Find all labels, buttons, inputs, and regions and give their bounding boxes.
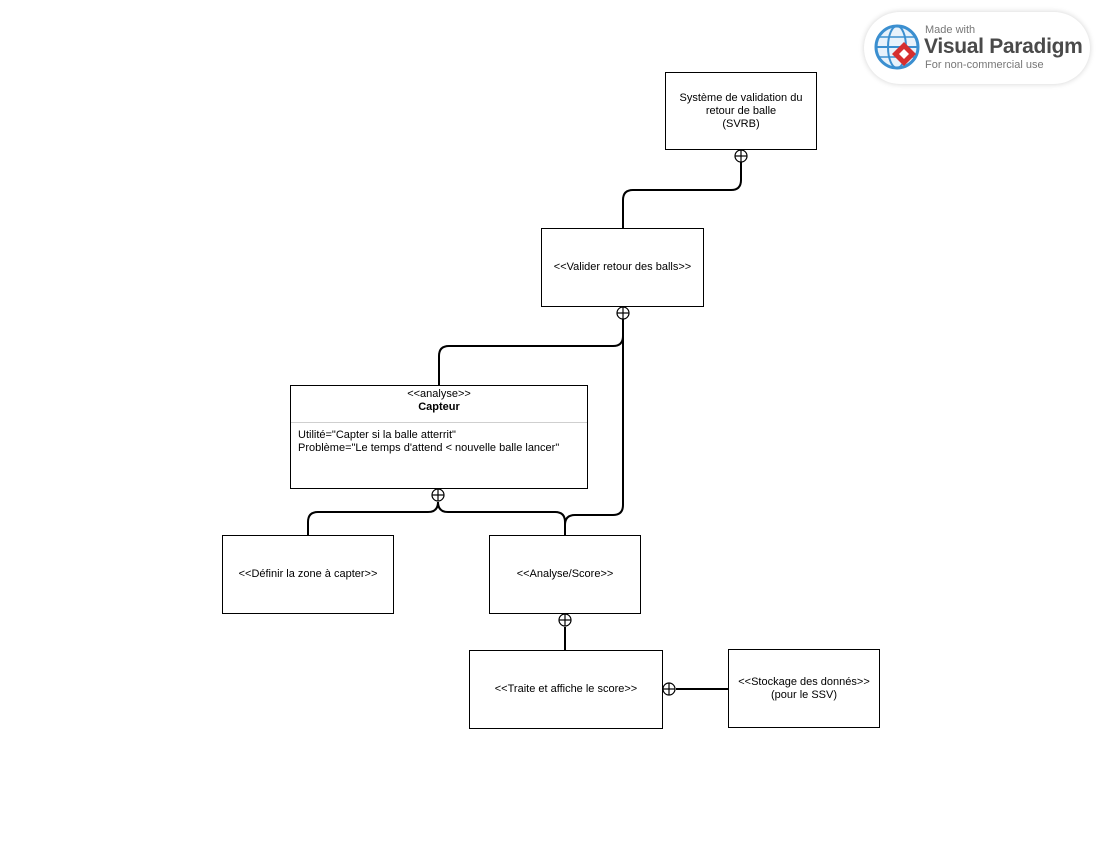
node-svrb-line-1: Système de validation du	[679, 91, 803, 104]
node-definir-zone-label: <<Définir la zone à capter>>	[238, 568, 378, 580]
connector-capteur-definir	[307, 501, 439, 536]
watermark-note: For non-commercial use	[925, 59, 1044, 71]
containment-icon	[558, 613, 572, 627]
node-analyse-score-label: <<Analyse/Score>>	[516, 568, 614, 580]
node-valider-retour[interactable]: <<Valider retour des balls>>	[541, 228, 704, 307]
node-svrb-line-2: retour de balle	[705, 104, 777, 117]
node-svrb[interactable]: Système de validation du retour de balle…	[665, 72, 817, 150]
node-stockage[interactable]: <<Stockage des donnés>> (pour le SSV)	[728, 649, 880, 728]
containment-icon	[734, 149, 748, 163]
connector-valider-capteur	[438, 319, 624, 386]
class-capteur-attribute: Problème="Le temps d'attend < nouvelle b…	[298, 442, 560, 454]
watermark-made-with: Made with	[925, 24, 976, 36]
node-stockage-line-1: <<Stockage des donnés>>	[738, 675, 870, 688]
containment-icon	[662, 682, 676, 696]
node-stockage-line-2: (pour le SSV)	[770, 688, 838, 701]
class-capteur-name: Capteur	[418, 401, 460, 413]
class-capteur-attribute: Utilité="Capter si la balle atterrit"	[298, 429, 456, 441]
node-traite-score[interactable]: <<Traite et affiche le score>>	[469, 650, 663, 729]
class-capteur-header: <<analyse>> Capteur	[291, 386, 587, 423]
node-valider-retour-label: <<Valider retour des balls>>	[553, 261, 692, 273]
watermark-brand: Visual Paradigm	[924, 35, 1083, 58]
containment-icon	[431, 488, 445, 502]
node-traite-score-label: <<Traite et affiche le score>>	[494, 683, 638, 695]
visual-paradigm-watermark: Made with Visual Paradigm For non-commer…	[864, 12, 1090, 84]
node-svrb-line-3: (SVRB)	[722, 117, 760, 130]
node-definir-zone[interactable]: <<Définir la zone à capter>>	[222, 535, 394, 614]
connector-capteur-analyse	[437, 501, 566, 536]
visual-paradigm-logo-icon	[874, 24, 920, 70]
connector-svrb-valider	[622, 162, 742, 229]
node-analyse-score[interactable]: <<Analyse/Score>>	[489, 535, 641, 614]
class-capteur-attributes: Utilité="Capter si la balle atterrit" Pr…	[291, 423, 587, 455]
class-capteur-stereotype: <<analyse>>	[407, 388, 471, 400]
containment-icon	[616, 306, 630, 320]
class-capteur[interactable]: <<analyse>> Capteur Utilité="Capter si l…	[290, 385, 588, 489]
